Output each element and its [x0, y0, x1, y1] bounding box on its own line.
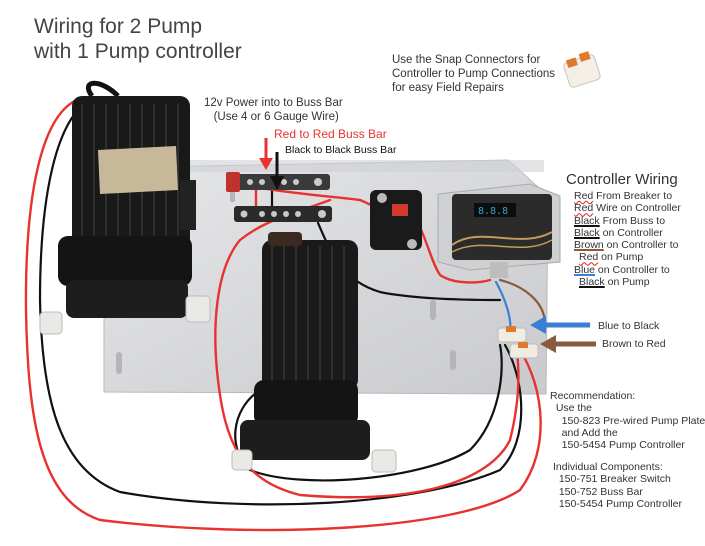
wire-instruction-text: From Breaker to [593, 190, 673, 202]
buss-bar-black-icon [234, 206, 332, 222]
wire-instruction-text: Wire on Controller [593, 202, 681, 215]
controller-wiring-line: Black From Buss to [574, 215, 681, 227]
wire-color-mark: Red [579, 251, 599, 264]
blue-arrow-icon [530, 316, 590, 334]
wire-color-mark: Red [574, 202, 594, 215]
wire-instruction-text: on Pump [598, 251, 644, 264]
plate-slots [116, 190, 456, 374]
wire-instruction-text: on Controller [599, 226, 663, 239]
brown-arrow-icon [540, 335, 596, 353]
controller-wiring-line: Black on Pump [574, 276, 681, 288]
pump-center-icon [231, 232, 397, 473]
wire-instruction-text: on Pump [604, 276, 650, 289]
wire-color-mark: Black [574, 214, 600, 227]
wire-instruction-text: on Controller to [603, 239, 679, 252]
individual-components-note: Individual Components: 150-751 Breaker S… [553, 461, 682, 510]
red-arrow-icon [259, 138, 273, 170]
wire-color-mark: Black [579, 276, 605, 289]
recommendation-note: Recommendation: Use the 150-823 Pre-wire… [550, 390, 705, 452]
wire-color-mark: Brown [574, 239, 604, 252]
wire-instruction-text: on Controller to [595, 263, 670, 276]
snap-connector-note: Use the Snap Connectors for Controller t… [392, 54, 555, 94]
pump-controller-icon: 8.8.8 [437, 183, 561, 278]
black-arrow-icon [270, 152, 284, 190]
controller-wiring-line: Brown on Controller to [574, 239, 681, 251]
breaker-switch-icon [370, 190, 422, 250]
pump-left-icon [39, 80, 211, 335]
wire-color-mark: Blue [574, 263, 596, 276]
black-bus-label: Black to Black Buss Bar [285, 144, 397, 156]
snap-connector-cluster [497, 326, 539, 359]
diagram-title: Wiring for 2 Pump with 1 Pump controller [34, 15, 242, 63]
blue-to-black-label: Blue to Black [598, 320, 660, 332]
controller-wiring-line: Red on Pump [574, 251, 681, 263]
brown-to-red-label: Brown to Red [602, 338, 666, 350]
wire-instruction-text: From Buss to [599, 214, 666, 227]
controller-wiring-title: Controller Wiring [566, 171, 678, 188]
wire-color-mark: Red [574, 190, 594, 202]
power-note: 12v Power into to Buss Bar (Use 4 or 6 G… [204, 97, 343, 123]
controller-wiring-line: Red Wire on Controller [574, 202, 681, 214]
red-bus-label: Red to Red Buss Bar [274, 127, 387, 141]
controller-wiring-line: Black on Controller [574, 227, 681, 239]
controller-wiring-line: Blue on Controller to [574, 264, 681, 276]
wire-color-mark: Black [574, 226, 600, 239]
svg-text:8.8.8: 8.8.8 [478, 206, 508, 217]
controller-wiring-line: Red From Breaker to [574, 190, 681, 202]
snap-connector-icon [563, 51, 601, 88]
